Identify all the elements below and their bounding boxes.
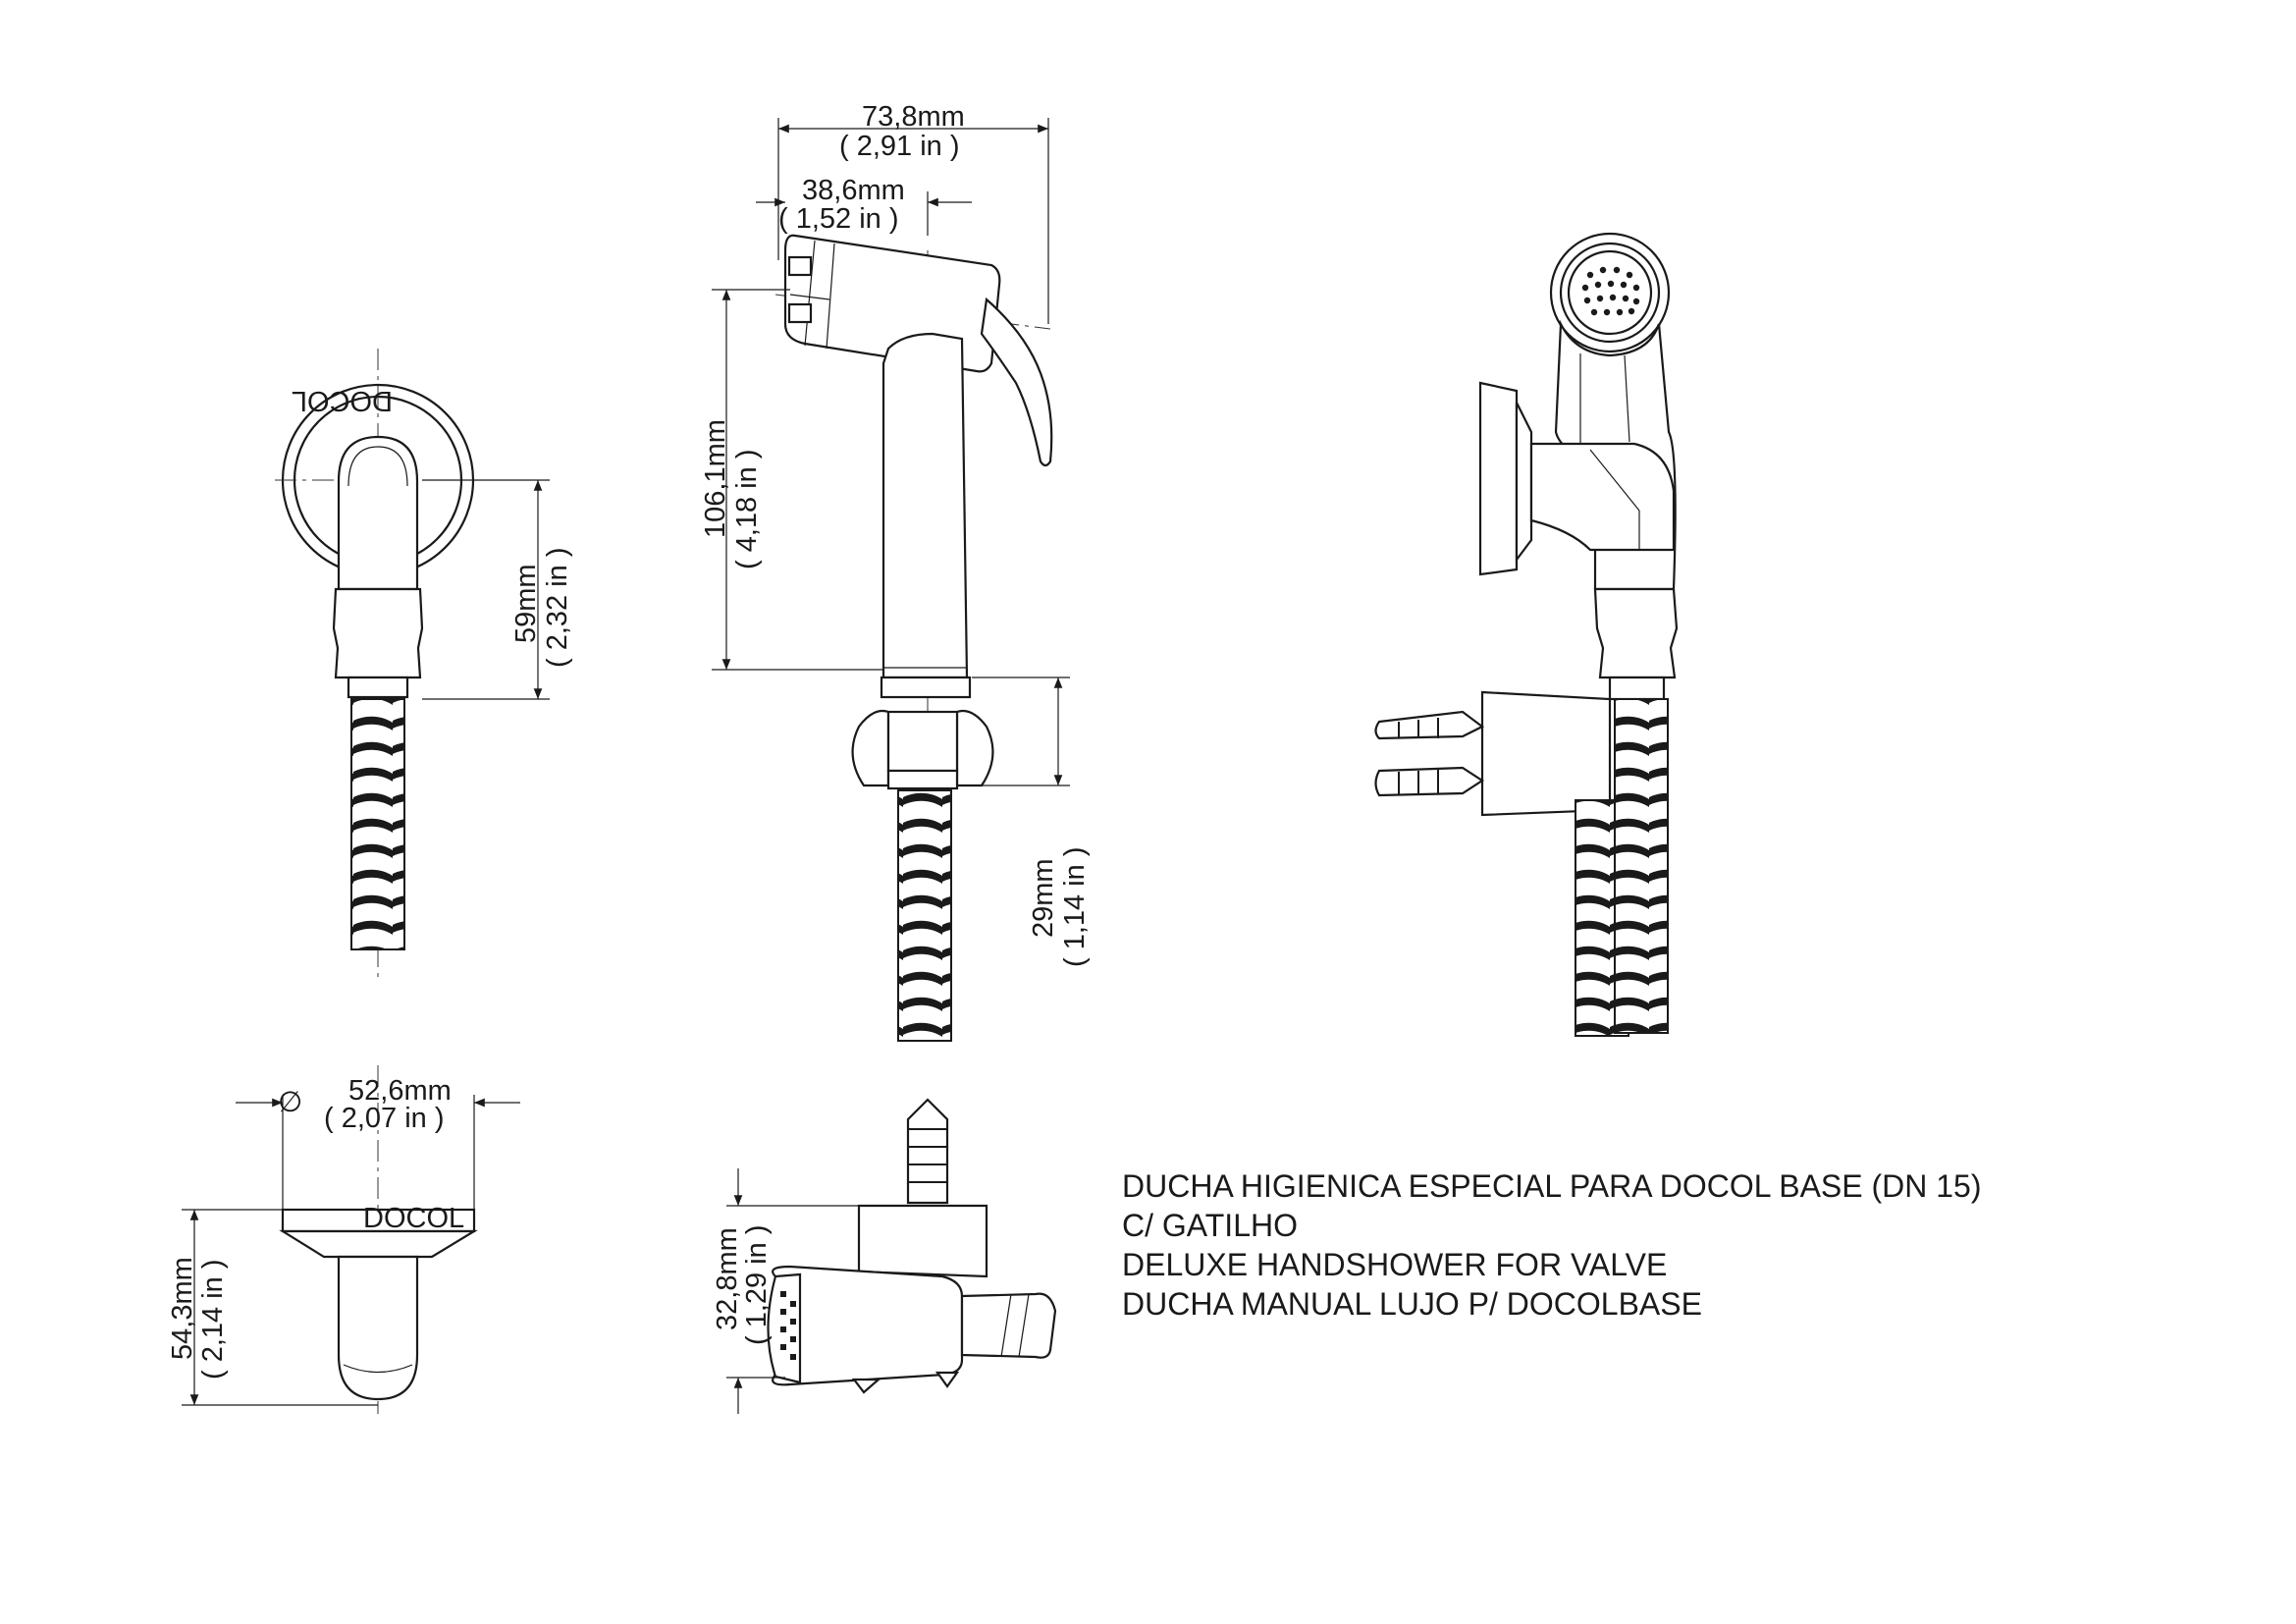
description-line-2: C/ GATILHO [1122,1208,1298,1243]
dim-body-height-mm: 106,1mm [700,419,731,538]
dim-overall-width-in: ( 2,91 in ) [839,131,960,162]
description-line-3: DELUXE HANDSHOWER FOR VALVE [1122,1247,1668,1282]
dim-side-depth-mm: 54,3mm [167,1257,198,1360]
dim-head-width-mm: 38,6mm [802,175,905,206]
dim-side-depth-in: ( 2,14 in ) [197,1260,229,1380]
dim-flange-diameter-symbol: ∅ [278,1087,302,1118]
dim-wall-height-in: ( 2,32 in ) [542,548,573,669]
front-view: DOCOL 59mm ( 2,32 in ) [275,349,573,982]
dim-head-width-in: ( 1,52 in ) [778,203,899,235]
dim-top-depth-in: ( 1,29 in ) [741,1225,773,1346]
flange-side-view: DOCOL ∅ 52,6mm ( 2,07 in ) 54,3mm ( 2,14… [167,1065,520,1414]
dim-support-height-in: ( 1,14 in ) [1059,847,1091,968]
dim-body-height-in: ( 4,18 in ) [731,450,763,570]
dim-overall-width-mm: 73,8mm [862,101,965,133]
product-description: DUCHA HIGIENICA ESPECIAL PARA DOCOL BASE… [1122,1166,1982,1324]
top-view: 32,8mm ( 1,29 in ) [712,1098,1057,1414]
dim-wall-height-mm: 59mm [510,564,542,643]
side-view: 73,8mm ( 2,91 in ) 38,6mm ( 1,52 in ) 10… [700,101,1091,1042]
isometric-view [1374,232,1679,1037]
description-line-1: DUCHA HIGIENICA ESPECIAL PARA DOCOL BASE… [1122,1168,1982,1204]
dim-support-height-mm: 29mm [1028,858,1059,938]
dim-flange-diameter-in: ( 2,07 in ) [324,1103,445,1134]
brand-mark-front: DOCOL [292,385,393,416]
dim-flange-diameter-mm: 52,6mm [348,1075,452,1107]
description-line-4: DUCHA MANUAL LUJO P/ DOCOLBASE [1122,1286,1702,1322]
brand-mark-side: DOCOL [363,1203,464,1234]
dim-top-depth-mm: 32,8mm [712,1227,743,1330]
